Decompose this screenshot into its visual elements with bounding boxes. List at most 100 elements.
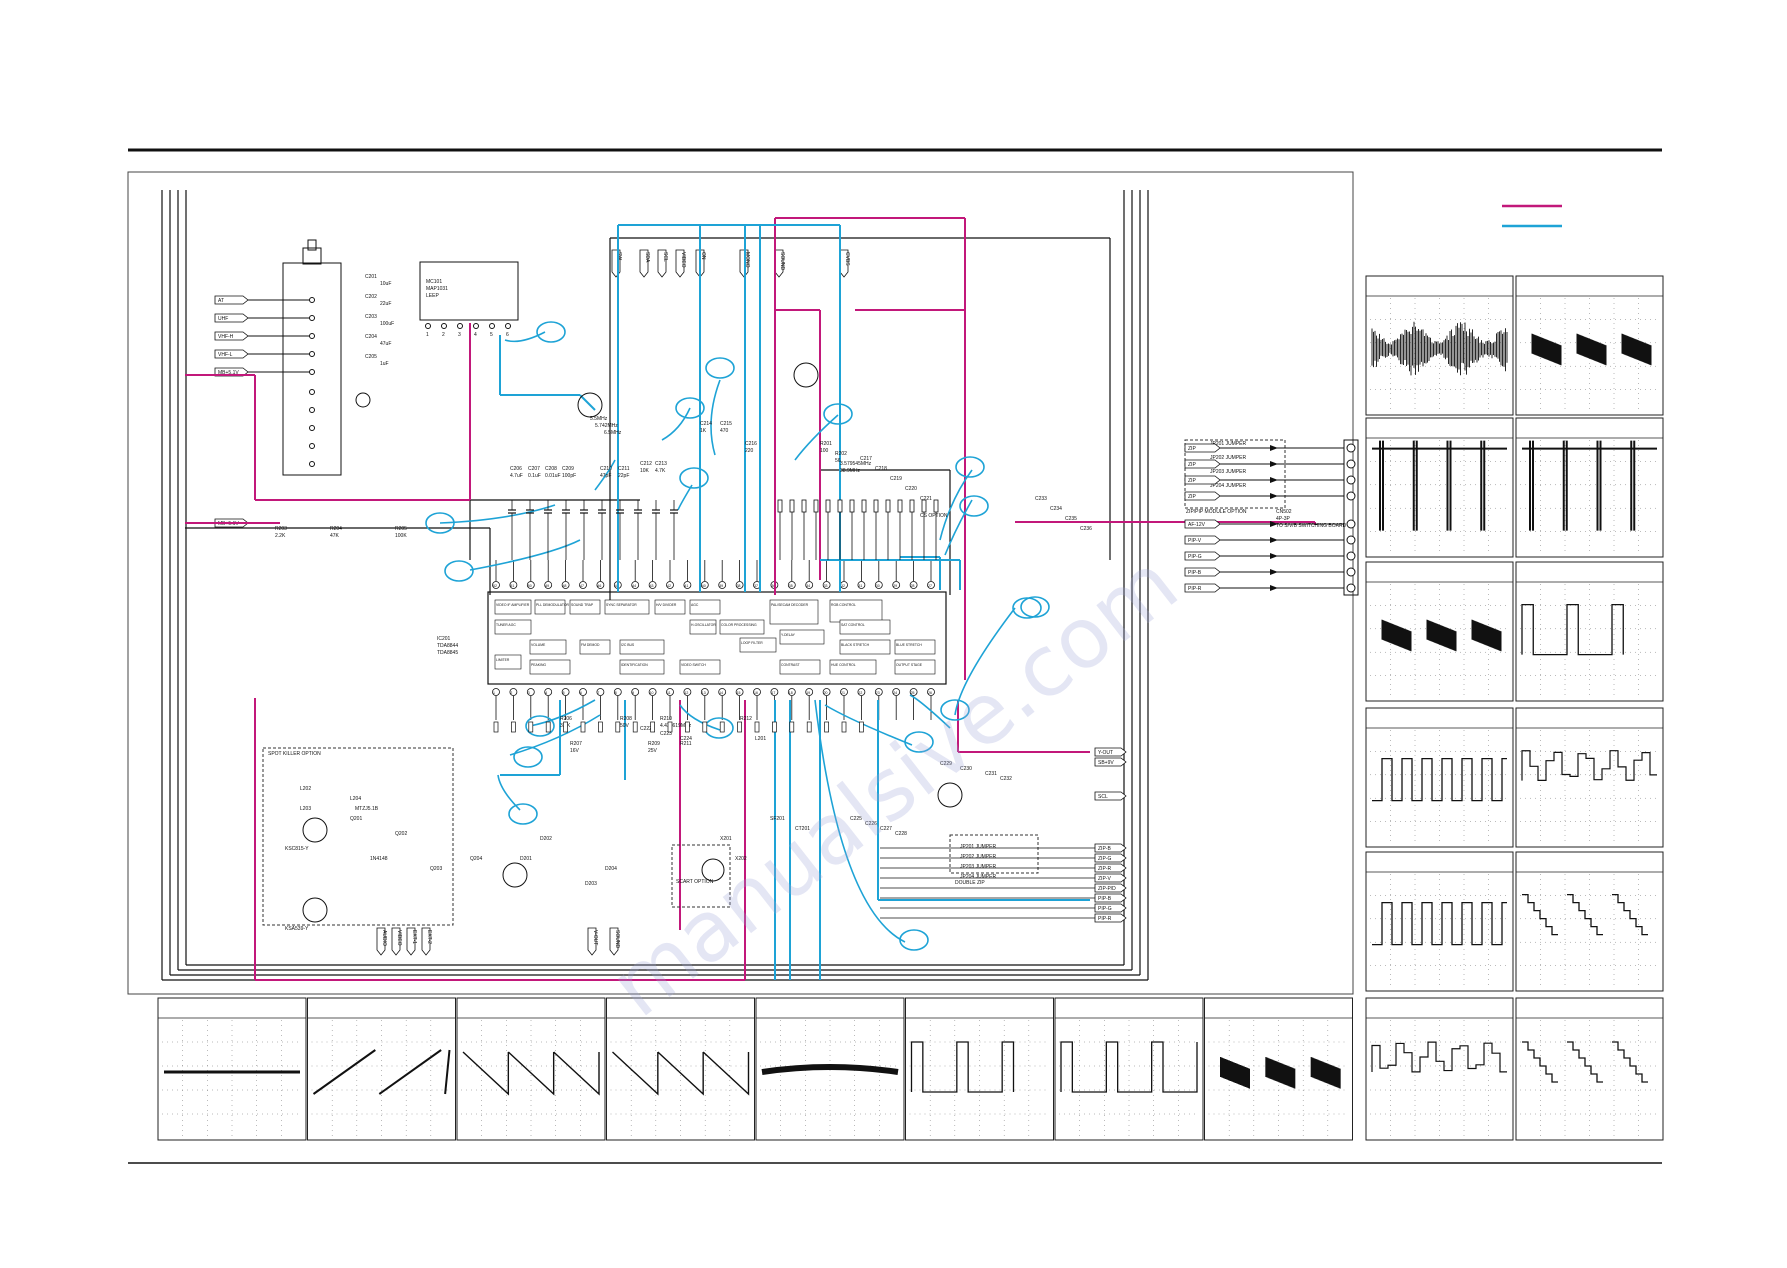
bottom-right-tag: ZIP-R xyxy=(1095,864,1126,872)
ic201-pin-top-number: 30 xyxy=(876,584,880,588)
bottom-right-tag: PIP-R xyxy=(1095,914,1126,922)
ic101-ref: MC101 xyxy=(426,279,442,285)
component-ref: C214 xyxy=(700,421,712,427)
component-ref: L204 xyxy=(350,796,361,802)
right-input-tag-text: ZIP xyxy=(1188,478,1196,484)
right-connector-pin xyxy=(1347,536,1355,544)
component-ref: C205 xyxy=(365,354,377,360)
component-ref: R207 xyxy=(570,741,582,747)
top-connector-tag-text: SOUND xyxy=(779,252,785,270)
component-ref: C212 xyxy=(640,461,652,467)
component-ref: C201 xyxy=(365,274,377,280)
component-value: 4.7K xyxy=(655,468,666,474)
component-ref: D202 xyxy=(540,836,552,842)
ic201-alt: TDA8845 xyxy=(437,650,458,656)
component-ref: R212 xyxy=(740,716,752,722)
ic201-pin-top-number: 52 xyxy=(493,584,497,588)
component-value: 0.1uF xyxy=(528,473,541,479)
component-value: 1uF xyxy=(380,361,389,367)
right-input-arrow xyxy=(1270,493,1278,499)
tuner-input-tag-text: UHF xyxy=(218,316,228,322)
component-ref-extra: C234 xyxy=(1050,506,1062,512)
top-connector-tag-text: SCL xyxy=(662,252,668,262)
jumper-label-lower: JP202 JUMPER xyxy=(960,854,997,860)
tuner-pin xyxy=(310,370,315,375)
bottom-connector-tag-text: VIDEO xyxy=(396,930,402,946)
top-connector-tag: SOUND xyxy=(775,250,785,277)
top-connector-tag: SCL xyxy=(658,250,668,277)
pin-resistor xyxy=(564,722,568,732)
component-value: 5.5MHz xyxy=(590,416,608,422)
pin-resistor xyxy=(842,722,846,732)
right-side-tag: SB+9V xyxy=(1095,758,1126,766)
scope-panel xyxy=(1366,418,1513,557)
component-value: 4.7uF xyxy=(510,473,523,479)
ic201-internal-blocks: VIDEO IF AMPLIFIERPLL DEMODULATORSOUND T… xyxy=(495,600,935,674)
scope-panel xyxy=(1516,562,1663,701)
ic101-pin-number: 3 xyxy=(458,332,461,338)
pin-resistor xyxy=(668,722,672,732)
ic101-block: MC101 MAP1031 LEEP xyxy=(420,262,518,320)
resistor xyxy=(778,500,782,512)
ic201-block-label: COLOR PROCESSING xyxy=(721,623,757,627)
right-connector-pin xyxy=(1347,444,1355,452)
ic101-pin-number: 1 xyxy=(426,332,429,338)
scope-frame xyxy=(607,998,755,1140)
bottom-right-tag-text: ZIP-B xyxy=(1098,846,1111,852)
scope-panel xyxy=(1366,562,1513,701)
ic201-pin-top-number: 47 xyxy=(580,584,584,588)
bottom-right-tag: PIP-G xyxy=(1095,904,1126,912)
jumper-label-lower: JP201 JUMPER xyxy=(960,844,997,850)
component-value: 470 xyxy=(720,428,729,434)
bottom-connector-tag: EXT-2 xyxy=(422,928,432,955)
resistor xyxy=(826,500,830,512)
right-input-tag-text: PIP-R xyxy=(1188,586,1202,592)
cn502-pin: 4P-3P xyxy=(1276,516,1291,522)
resistor xyxy=(922,500,926,512)
bottom-right-tag: ZIP-V xyxy=(1095,874,1126,882)
component-ref-extra: C224 xyxy=(680,736,692,742)
top-connector-tags: SWSDASCLVIDEOONMONOSOUNDCVBS xyxy=(612,250,850,277)
bottom-right-tag-text: ZIP-G xyxy=(1098,856,1111,862)
ic201-pin-bottom-number: 15 xyxy=(737,691,741,695)
right-connector-pin xyxy=(1347,552,1355,560)
bottom-right-tag-text: PIP-G xyxy=(1098,906,1112,912)
ic201-block-label: PLL DEMODULATOR xyxy=(536,603,569,607)
ic201-pin-top-number: 49 xyxy=(545,584,549,588)
resistor xyxy=(910,500,914,512)
pin-resistor xyxy=(772,722,776,732)
component-value: 220 xyxy=(745,448,754,454)
right-input-tag-text: ZIP xyxy=(1188,446,1196,452)
bottom-connector-tag-text: V-OUT xyxy=(592,930,598,945)
scope-panel xyxy=(1516,276,1663,415)
ic201-pin-top-number: 33 xyxy=(824,584,828,588)
component-value: 1N4148 xyxy=(370,856,388,862)
callout-circle xyxy=(509,804,537,824)
bottom-connector-tag-text: EXT-2 xyxy=(426,930,432,944)
right-connector-pin xyxy=(1347,584,1355,592)
ic201-block-label: PAL/SECAM DECODER xyxy=(771,603,809,607)
ic201-pin-top-number: 41 xyxy=(684,584,688,588)
ic201-block-label: SOUND TRAP xyxy=(571,603,594,607)
right-input-arrow xyxy=(1270,461,1278,467)
bottom-right-tags: ZIP-BZIP-GZIP-RZIP-VZIP-P/DPIP-BPIP-GPIP… xyxy=(880,844,1126,922)
component-ref: Q202 xyxy=(395,831,407,837)
component-value: 6.5MHz xyxy=(604,430,622,436)
ic201-pin-bottom-number: 23 xyxy=(876,691,880,695)
callout-circle xyxy=(900,930,928,950)
resistor xyxy=(898,500,902,512)
bottom-right-tag-text: ZIP-V xyxy=(1098,876,1111,882)
component-ref: R209 xyxy=(648,741,660,747)
ic201-pin-bottom-number: 16 xyxy=(754,691,758,695)
component-value: 47pF xyxy=(600,473,611,479)
ic201-pin-bottom-number: 22 xyxy=(858,691,862,695)
component-value: 50V xyxy=(620,723,630,729)
ic201-pin-top-number: 35 xyxy=(789,584,793,588)
ic201-ref: IC201 xyxy=(437,636,451,642)
right-input-tag: ZIP xyxy=(1185,460,1220,468)
ic201-block-label: VOLUME xyxy=(531,643,546,647)
component-ref: X201 xyxy=(720,836,732,842)
ic201-pin-top-number: 51 xyxy=(510,584,514,588)
cn502-ref: CN502 xyxy=(1276,509,1292,515)
